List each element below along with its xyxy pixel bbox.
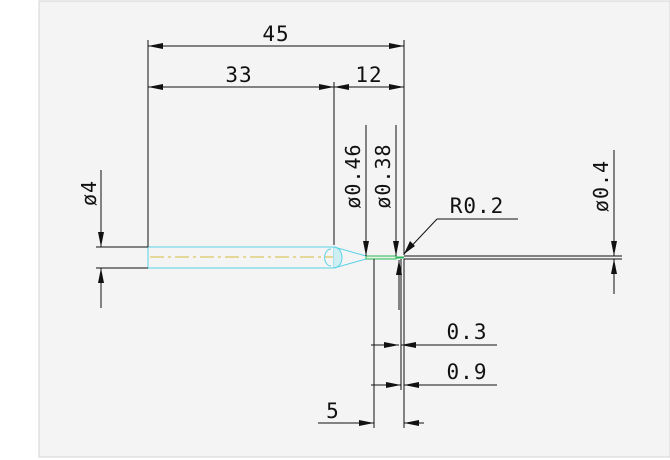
arrow-09-right [404, 382, 419, 388]
arrow-33-left [148, 84, 163, 90]
dim-label-shank-diameter: ø4 [77, 180, 101, 206]
drawing-sheet [38, 0, 670, 458]
neck-section [365, 255, 397, 260]
dim-label-neck-diameter: ø0.46 [341, 143, 365, 208]
dim-label-tip-radius: R0.2 [450, 194, 505, 218]
arrow-45-left [148, 43, 163, 49]
shank-end-cap-inner [324, 248, 332, 267]
arrow-33-right [319, 84, 334, 90]
arrow-03-left [384, 342, 399, 348]
arrow-phi4-up [98, 268, 104, 283]
part-geometry [147, 246, 622, 269]
dim-label-body-length: 33 [225, 63, 252, 87]
arrow-03-right [401, 342, 416, 348]
arrow-phi046-down [363, 241, 369, 256]
arrow-phi04-down [611, 241, 617, 256]
arrow-phi4-down [98, 232, 104, 247]
arrow-5-left [359, 420, 374, 426]
dim-label-overall-length: 45 [262, 22, 289, 46]
dim-label-tip-length: 12 [355, 63, 382, 87]
arrow-phi04-up [611, 259, 617, 274]
dim-label-tip-diameter: ø0.38 [371, 143, 395, 208]
arrow-09-left [386, 382, 401, 388]
arrow-45-right [389, 43, 404, 49]
dimension-labels: 45 33 12 ø4 ø0.46 ø0.38 ø0.4 R0.2 0.3 0.… [77, 22, 613, 423]
arrow-5-right [404, 420, 419, 426]
arrow-12-left [334, 84, 349, 90]
dim-label-wire-diameter: ø0.4 [589, 160, 613, 212]
dim-label-offset-bottom: 5 [326, 399, 340, 423]
dimension-lines [96, 40, 617, 428]
dim-label-offset-large: 0.9 [447, 360, 488, 384]
arrow-r02 [404, 241, 415, 254]
arrow-12-right [389, 84, 404, 90]
dim-label-offset-small: 0.3 [447, 320, 488, 344]
arrow-phi038-down [393, 241, 399, 256]
